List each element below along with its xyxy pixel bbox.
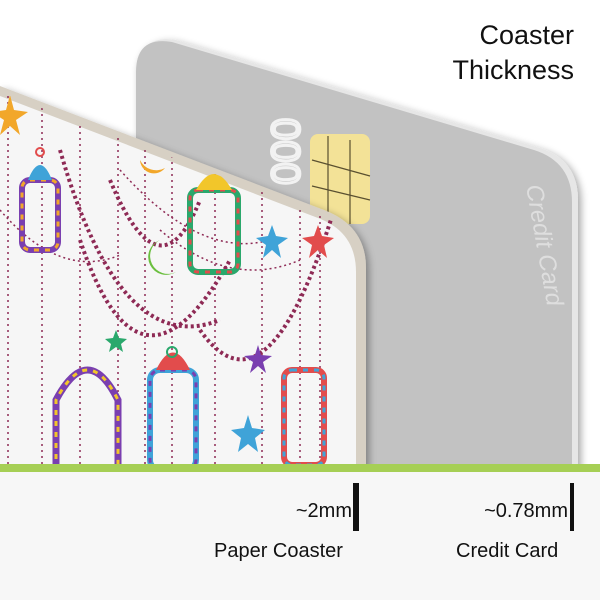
- chip-icon: [310, 134, 371, 224]
- lantern-icon: [187, 174, 241, 275]
- lantern-icon: [19, 147, 61, 253]
- card-number: 000: [262, 117, 309, 187]
- measurement-panel: ~2mm Paper Coaster ~0.78mm Credit Card: [0, 472, 600, 600]
- svg-text:000: 000: [263, 118, 307, 185]
- title-line-2: Thickness: [452, 55, 574, 85]
- page-title: Coaster Thickness: [452, 18, 574, 88]
- card-thickness-value: ~0.78mm: [484, 500, 568, 522]
- crescent-icon: [17, 160, 176, 405]
- coaster-label: Paper Coaster: [214, 540, 343, 562]
- lantern-icon: [52, 366, 122, 466]
- title-line-1: Coaster: [479, 20, 574, 50]
- illustration: 000 Credit Card: [0, 18, 578, 466]
- card-comparison-illustration: 000 Credit Card: [0, 39, 578, 466]
- star-icon: [0, 95, 334, 452]
- lantern-icon: [147, 346, 199, 466]
- divider: [0, 464, 600, 472]
- coaster-thickness-value: ~2mm: [295, 500, 352, 522]
- card-thickness-bar: [570, 483, 574, 531]
- coaster-thickness-bar: [353, 483, 359, 531]
- card-label: Credit Card: [456, 540, 559, 562]
- lantern-pattern: [0, 92, 342, 466]
